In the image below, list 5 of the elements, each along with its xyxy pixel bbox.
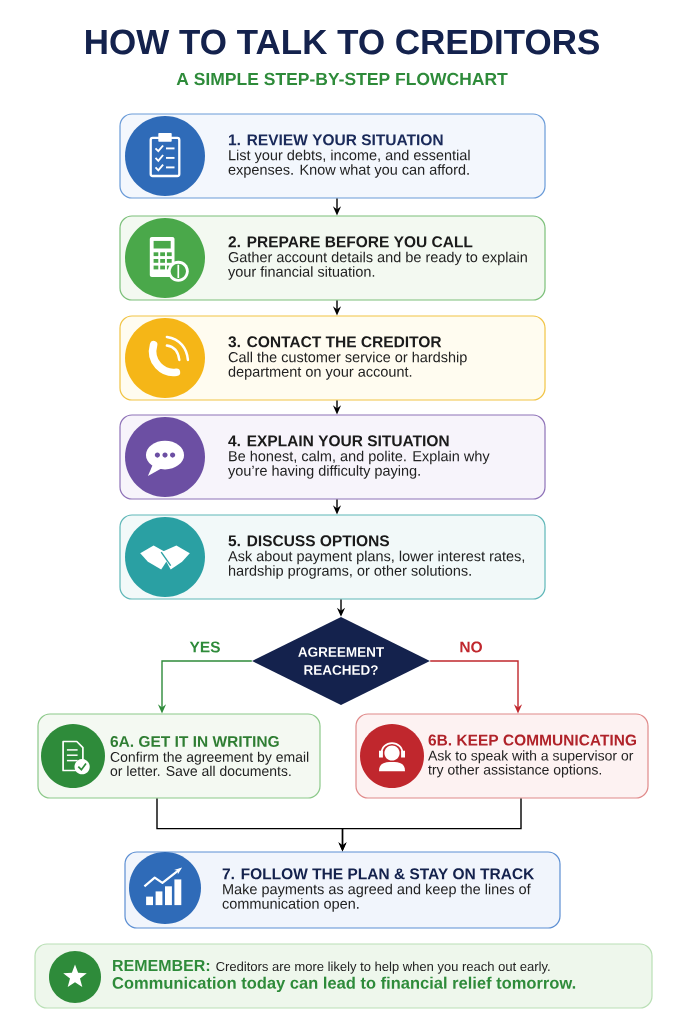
title: HOW TO TALK TO CREDITORS (86, 29, 599, 55)
edge-label: NO (458, 640, 484, 654)
note-box: REMEMBER: Creditors are more likely to help when you reach out early. Communication today can lead to financial relief tomorrow. (34, 943, 653, 1009)
subtitle: A SIMPLE STEP-BY-STEP FLOWCHART (176, 72, 508, 86)
edge-label: YES (188, 640, 222, 654)
